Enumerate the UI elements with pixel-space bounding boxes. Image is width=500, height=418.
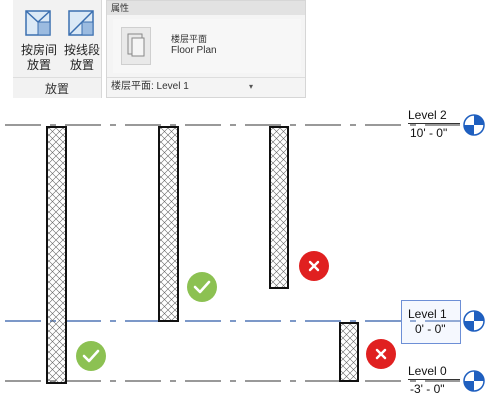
shaft-opening-4[interactable] xyxy=(339,322,359,382)
marker-ok-2 xyxy=(76,341,106,371)
type-name-en: Floor Plan xyxy=(171,45,217,56)
shaft-opening-2[interactable] xyxy=(158,126,179,322)
level-0-head-icon[interactable] xyxy=(463,370,485,392)
view-instance-selector[interactable]: 楼层平面: Level 1 ▾ xyxy=(107,77,305,96)
place-by-room-line1: 按房间 xyxy=(20,43,57,57)
level-2-label-underline xyxy=(408,123,460,124)
marker-error-2 xyxy=(366,339,396,369)
x-icon xyxy=(375,348,387,360)
line-separation-icon xyxy=(68,10,94,36)
place-by-line-line2: 放置 xyxy=(69,58,94,72)
level-2-name[interactable]: Level 2 xyxy=(408,108,447,122)
level-0-label-underline xyxy=(408,379,460,380)
section-view[interactable] xyxy=(0,100,500,413)
view-instance-value: 楼层平面: Level 1 xyxy=(111,81,189,92)
floor-plan-icon xyxy=(121,27,151,65)
level-0-elevation[interactable]: -3' - 0" xyxy=(410,382,445,396)
properties-palette: 属性 楼层平面 Floor Plan 楼层平面: Level 1 ▾ xyxy=(106,0,306,98)
place-by-line-button[interactable]: 按线段 放置 xyxy=(60,2,104,78)
marker-error-1 xyxy=(299,251,329,281)
place-by-line-line1: 按线段 xyxy=(63,43,100,57)
drawing-canvas[interactable]: Level 2 10' - 0" Level 1 0' - 0" Level 0… xyxy=(0,100,500,413)
place-by-room-line2: 放置 xyxy=(26,58,51,72)
properties-title: 属性 xyxy=(107,1,305,15)
place-panel-label: 放置 xyxy=(13,77,101,96)
level-1-selection-box xyxy=(401,300,461,344)
level-1-head-icon[interactable] xyxy=(463,310,485,332)
shaft-opening-1[interactable] xyxy=(46,126,67,384)
type-selector[interactable]: 楼层平面 Floor Plan xyxy=(113,19,301,73)
check-icon xyxy=(82,349,100,363)
shaft-opening-3[interactable] xyxy=(269,126,289,289)
level-1-name[interactable]: Level 1 xyxy=(408,307,447,321)
chevron-down-icon[interactable]: ▾ xyxy=(248,82,253,91)
level-2-head-icon[interactable] xyxy=(463,114,485,136)
marker-ok-1 xyxy=(187,272,217,302)
level-1-elevation[interactable]: 0' - 0" xyxy=(415,322,446,336)
level-2-elevation[interactable]: 10' - 0" xyxy=(410,126,448,140)
x-icon xyxy=(308,260,320,272)
level-0-name[interactable]: Level 0 xyxy=(408,364,447,378)
ribbon-place-panel: 按房间 放置 按线段 放置 放置 xyxy=(13,0,102,98)
room-separation-icon xyxy=(25,10,51,36)
place-by-room-button[interactable]: 按房间 放置 xyxy=(17,2,61,78)
type-name-cn: 楼层平面 xyxy=(171,34,208,44)
check-icon xyxy=(193,280,211,294)
